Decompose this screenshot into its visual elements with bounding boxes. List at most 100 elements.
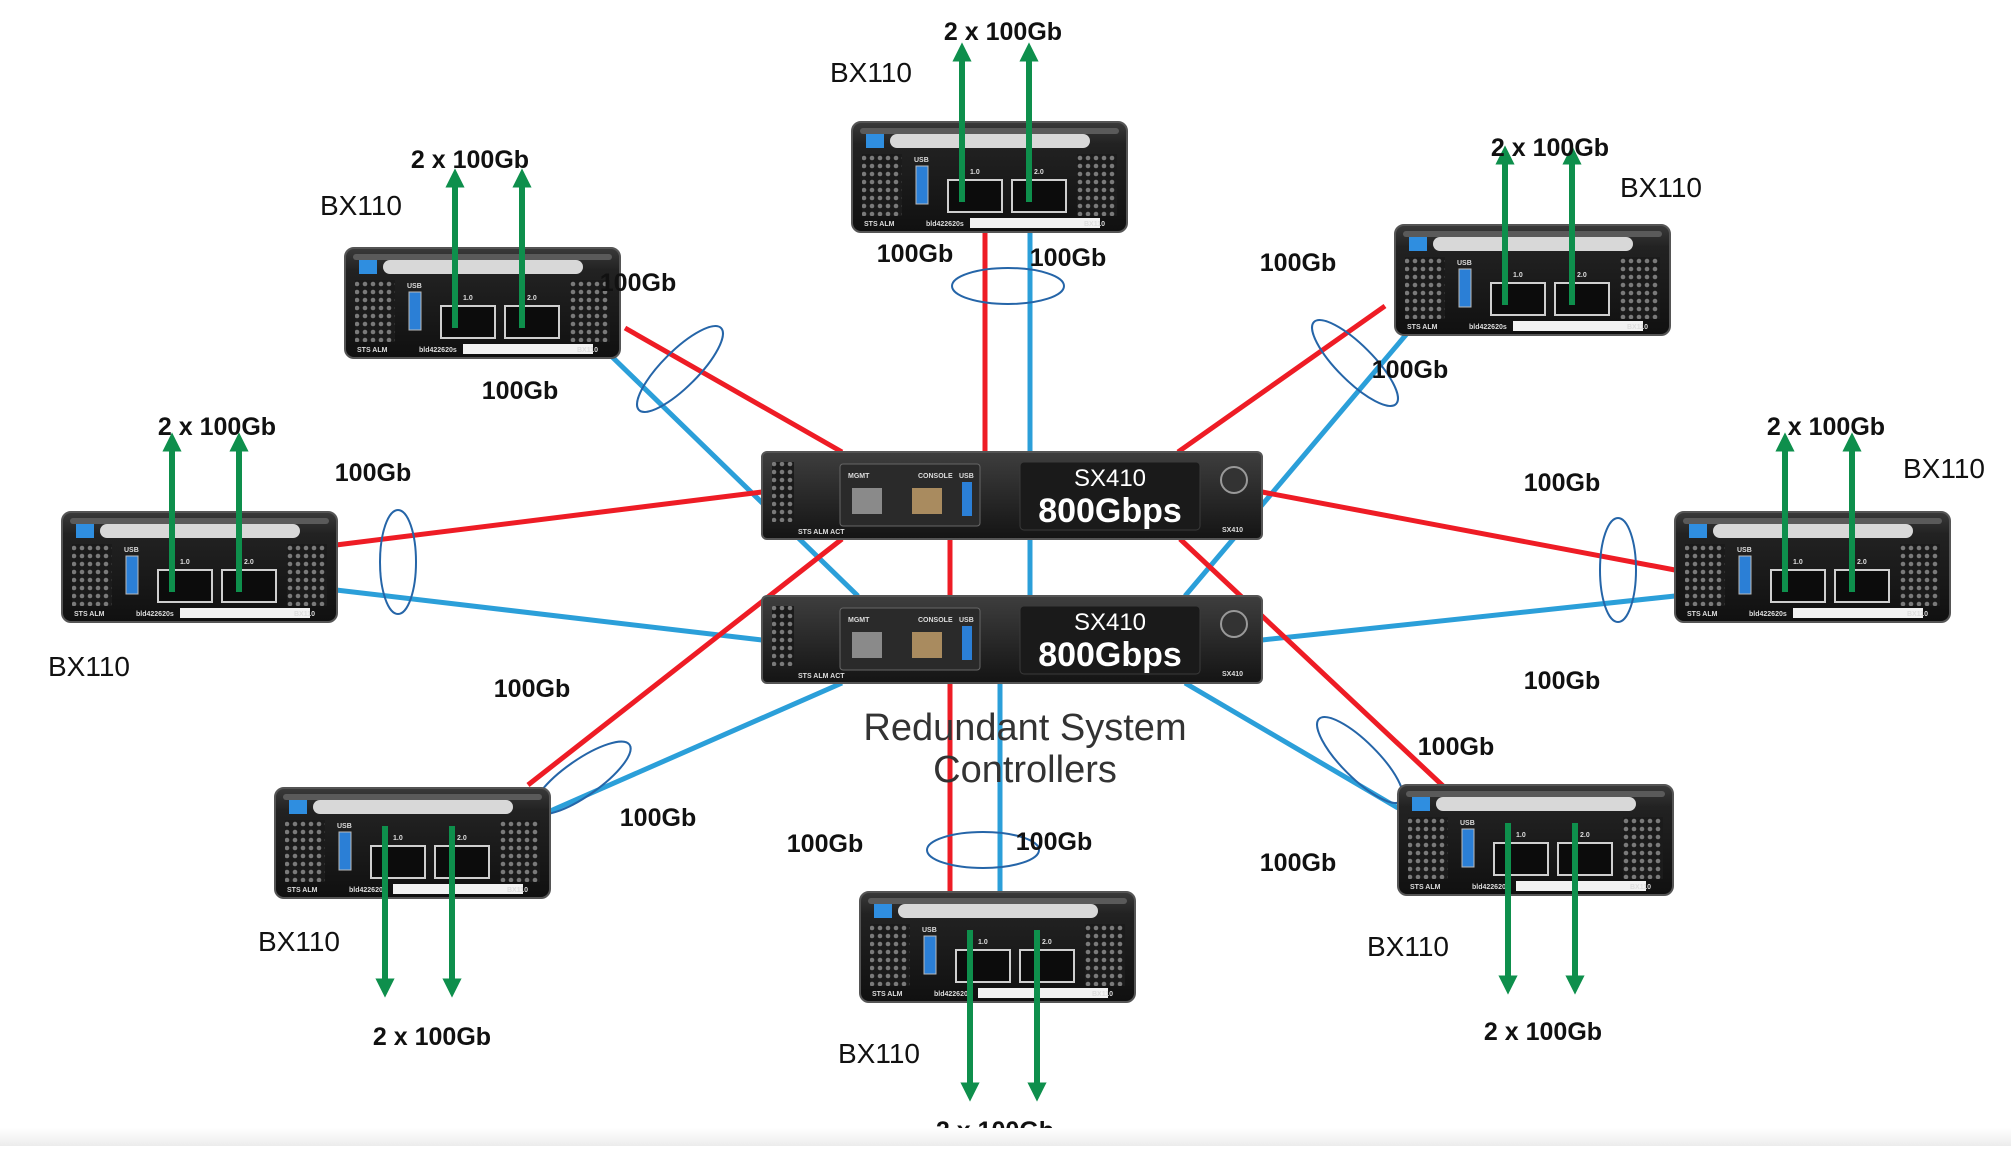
vent-right bbox=[1077, 154, 1117, 216]
qsfp-port-2[interactable] bbox=[504, 305, 560, 339]
faceplate-port2: 2.0 bbox=[1577, 272, 1587, 279]
blade-handle[interactable] bbox=[1436, 797, 1636, 811]
usb-port[interactable] bbox=[1458, 268, 1472, 308]
link-speed-label: 100Gb bbox=[1260, 249, 1336, 277]
faceplate-usb: USB bbox=[914, 157, 929, 164]
usb-port[interactable] bbox=[1738, 555, 1752, 595]
qsfp-port-2[interactable] bbox=[1019, 949, 1075, 983]
blade-name-label: BX110 bbox=[1620, 172, 1702, 203]
controller-usb-port[interactable] bbox=[962, 626, 972, 660]
link-speed-label: 100Gb bbox=[787, 830, 863, 858]
faceplate-status: STS ALM bbox=[1687, 611, 1718, 618]
vent-left bbox=[1408, 817, 1448, 879]
faceplate-serial: bld422620s bbox=[419, 347, 457, 354]
usb-port[interactable] bbox=[1461, 828, 1475, 868]
mgmt-port[interactable] bbox=[852, 488, 882, 514]
lag-ring-0 bbox=[951, 267, 1065, 305]
link-blue-9 bbox=[1261, 593, 1676, 643]
blade-handle[interactable] bbox=[1433, 237, 1633, 251]
qsfp-port-1[interactable] bbox=[370, 845, 426, 879]
vent-left bbox=[285, 820, 325, 882]
qsfp-port-2[interactable] bbox=[1554, 282, 1610, 316]
controller-knob[interactable] bbox=[1220, 610, 1248, 638]
qsfp-port-2[interactable] bbox=[221, 569, 277, 603]
blade-handle[interactable] bbox=[898, 904, 1098, 918]
vent-right bbox=[1900, 544, 1940, 606]
qsfp-port-2[interactable] bbox=[1011, 179, 1067, 213]
blade-name-label: BX110 bbox=[1367, 931, 1449, 962]
vent-right bbox=[1620, 257, 1660, 319]
faceplate-badge: BX110 bbox=[1630, 884, 1651, 891]
usb-port[interactable] bbox=[125, 555, 139, 595]
ctrl-usb-label: USB bbox=[959, 473, 974, 480]
console-port[interactable] bbox=[912, 488, 942, 514]
blade-handle[interactable] bbox=[100, 524, 300, 538]
blade-handle[interactable] bbox=[383, 260, 583, 274]
link-speed-label: 100Gb bbox=[1372, 356, 1448, 384]
link-speed-label: 100Gb bbox=[482, 377, 558, 405]
blade-name-label: BX110 bbox=[48, 651, 130, 682]
usb-port[interactable] bbox=[408, 291, 422, 331]
qsfp-port-1[interactable] bbox=[1493, 842, 1549, 876]
blade-handle[interactable] bbox=[890, 134, 1090, 148]
uplink-speed-label: 2 x 100Gb bbox=[411, 146, 529, 174]
qsfp-port-1[interactable] bbox=[947, 179, 1003, 213]
faceplate-badge: BX110 bbox=[1092, 991, 1113, 998]
faceplate-status: STS ALM bbox=[864, 221, 895, 228]
usb-port[interactable] bbox=[338, 831, 352, 871]
lag-ring-3 bbox=[379, 509, 417, 615]
vent-right bbox=[1623, 817, 1663, 879]
vent-left bbox=[1685, 544, 1725, 606]
bottom-strip bbox=[0, 1128, 2011, 1146]
faceplate-badge: BX110 bbox=[577, 347, 598, 354]
caption-line2: Controllers bbox=[933, 749, 1117, 791]
controller-knob[interactable] bbox=[1220, 466, 1248, 494]
qsfp-port-1[interactable] bbox=[1490, 282, 1546, 316]
qsfp-port-1[interactable] bbox=[157, 569, 213, 603]
controller-badge: SX410 bbox=[1222, 527, 1243, 534]
lag-ring-2 bbox=[1311, 319, 1399, 407]
faceplate-status: STS ALM bbox=[74, 611, 105, 618]
faceplate-badge: BX110 bbox=[507, 887, 528, 894]
faceplate-status: STS ALM bbox=[872, 991, 903, 998]
qsfp-port-2[interactable] bbox=[1557, 842, 1613, 876]
faceplate-port2: 2.0 bbox=[1034, 169, 1044, 176]
uplink-speed-label: 2 x 100Gb bbox=[944, 18, 1062, 46]
controller-model: SX410 bbox=[1074, 609, 1146, 636]
controller-usb-port[interactable] bbox=[962, 482, 972, 516]
blade-name-label: BX110 bbox=[1903, 453, 1985, 484]
blade-name-label: BX110 bbox=[320, 190, 402, 221]
blade-handle[interactable] bbox=[313, 800, 513, 814]
ctrl-mgmt-label: MGMT bbox=[848, 617, 870, 624]
uplink-speed-label: 2 x 100Gb bbox=[158, 413, 276, 441]
faceplate-port1: 1.0 bbox=[180, 559, 190, 566]
console-port[interactable] bbox=[912, 632, 942, 658]
qsfp-port-2[interactable] bbox=[434, 845, 490, 879]
faceplate-port2: 2.0 bbox=[527, 295, 537, 302]
blade-handle[interactable] bbox=[1713, 524, 1913, 538]
link-speed-label: 100Gb bbox=[335, 459, 411, 487]
vent-left bbox=[1405, 257, 1445, 319]
qsfp-port-1[interactable] bbox=[955, 949, 1011, 983]
mgmt-port[interactable] bbox=[852, 632, 882, 658]
faceplate-serial: bld422620s bbox=[1469, 324, 1507, 331]
caption-line1: Redundant System bbox=[863, 707, 1186, 749]
link-speed-label: 100Gb bbox=[600, 269, 676, 297]
faceplate-serial: bld422620s bbox=[136, 611, 174, 618]
faceplate-usb: USB bbox=[1460, 820, 1475, 827]
faceplate-serial: bld422620s bbox=[349, 887, 387, 894]
usb-port[interactable] bbox=[915, 165, 929, 205]
usb-port[interactable] bbox=[923, 935, 937, 975]
ctrl-usb-label: USB bbox=[959, 617, 974, 624]
qsfp-port-1[interactable] bbox=[1770, 569, 1826, 603]
qsfp-port-2[interactable] bbox=[1834, 569, 1890, 603]
qsfp-port-1[interactable] bbox=[440, 305, 496, 339]
